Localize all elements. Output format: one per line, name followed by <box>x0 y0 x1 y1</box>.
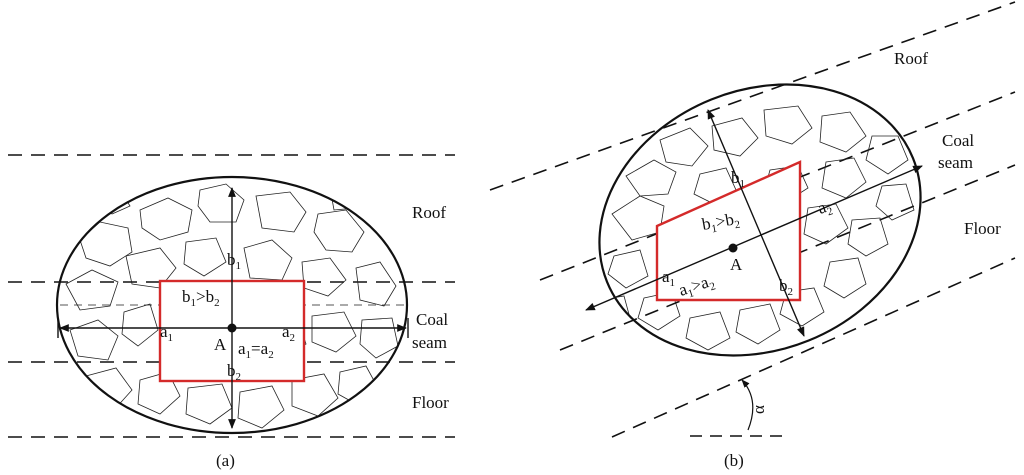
floor-label-a: Floor <box>412 393 449 412</box>
label-point-a-b: A <box>730 255 743 274</box>
caption-a: (a) <box>216 451 235 470</box>
point-a-marker-b <box>728 243 738 253</box>
roof-label-b: Roof <box>894 49 928 68</box>
roof-label-a: Roof <box>412 203 446 222</box>
label-b2-b: b2 <box>779 276 793 298</box>
label-a1-gt-a2-b: a1>a2 <box>676 271 717 303</box>
label-a2-a: a2 <box>282 322 295 344</box>
panel-b: α <box>489 1 1016 470</box>
label-a1-a: a1 <box>160 322 173 344</box>
perpendicular-axis-b <box>707 109 805 337</box>
label-b2-a: b2 <box>227 361 241 383</box>
coal-seam-label-b-line1: Coal <box>942 131 974 150</box>
label-b1-a: b1 <box>227 250 241 272</box>
dip-angle-arc <box>741 379 754 431</box>
label-point-a-a: A <box>214 335 227 354</box>
label-b1-b: b1 <box>731 168 745 190</box>
panel-a: b1 b1>b2 a1 a2 A a1=a2 b2 Roof Coal seam… <box>8 154 455 470</box>
caption-b: (b) <box>724 451 744 470</box>
coal-seam-label-a-line1: Coal <box>416 310 448 329</box>
label-b1-gt-b2-a: b1>b2 <box>182 287 220 309</box>
dip-angle-label: α <box>749 405 768 414</box>
broken-zone-boundary-a <box>55 175 409 435</box>
coal-seam-label-b-line2: seam <box>938 153 973 172</box>
floor-label-b: Floor <box>964 219 1001 238</box>
label-a2-b: a2 <box>815 196 834 221</box>
label-a1-b: a1 <box>662 267 675 289</box>
coal-seam-label-a-line2: seam <box>412 333 447 352</box>
point-a-marker <box>227 323 237 333</box>
label-b1-gt-b2-b: b1>b2 <box>700 209 741 237</box>
label-a1-eq-a2-a: a1=a2 <box>238 339 274 361</box>
strata-lines-a <box>8 154 455 438</box>
